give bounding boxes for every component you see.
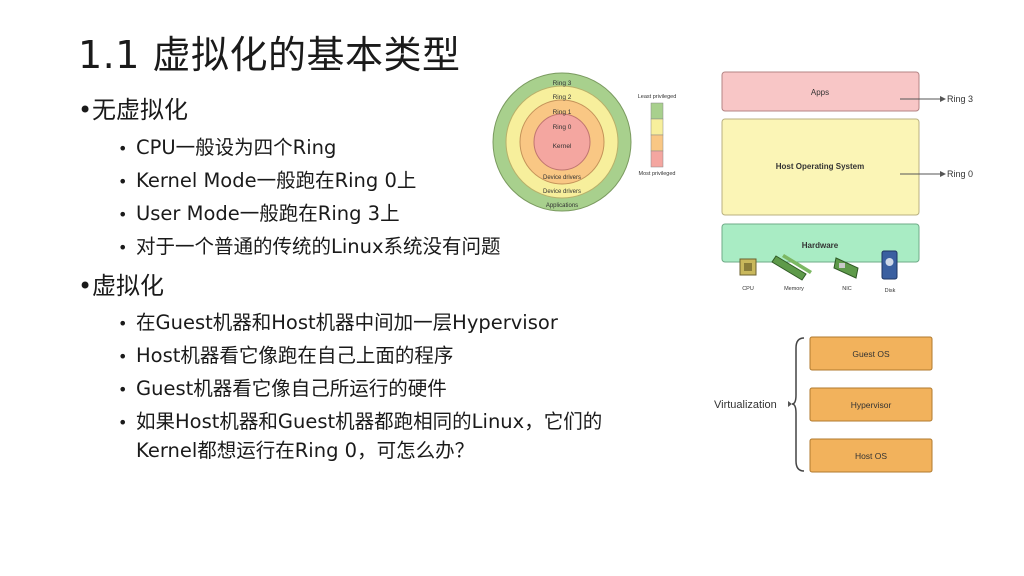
bullet-virtualization: •虚拟化 [78, 266, 164, 301]
legend-swatch [650, 118, 664, 136]
guest-os-box [809, 336, 933, 371]
device-drivers-label: Device drivers [543, 175, 581, 181]
nic-icon [833, 257, 859, 279]
applications-label: Applications [546, 203, 578, 209]
bullet-dot: • [78, 96, 93, 124]
arrowhead-icon [940, 96, 946, 102]
sub-bullet-continuation: Kernel都想运行在Ring 0，可怎么办？ [136, 439, 475, 462]
ring0-circle [533, 113, 591, 171]
ring0-arrow-label: Ring 0 [947, 169, 973, 179]
hypervisor-label: Hypervisor [851, 400, 892, 410]
sub-bullet: •如果Host机器和Guest机器都跑相同的Linux，它们的 Kernel都想… [118, 410, 603, 462]
sub-bullet: •在Guest机器和Host机器中间加一层Hypervisor [118, 311, 558, 334]
protection-rings-diagram: Ring 3 Ring 2 Ring 1 Ring 0 Kernel Devic… [492, 72, 677, 212]
host-os-layer-box [809, 438, 933, 473]
device-drivers-label: Device drivers [543, 189, 581, 195]
virtualization-label: Virtualization [714, 399, 777, 411]
legend-swatch [650, 102, 664, 120]
sub-bullet: •User Mode一般跑在Ring 3上 [118, 202, 400, 225]
ring2-label: Ring 2 [553, 94, 572, 101]
ring0-label: Ring 0 [553, 124, 572, 131]
ring1-label: Ring 1 [553, 109, 572, 116]
sub-bullet: •Kernel Mode一般跑在Ring 0上 [118, 169, 417, 192]
apps-label: Apps [811, 88, 829, 97]
sub-bullet: •Guest机器看它像自己所运行的硬件 [118, 377, 447, 400]
apps-box [721, 71, 920, 112]
bullet-text: 无虚拟化 [92, 96, 188, 124]
hardware-label: Hardware [802, 241, 839, 250]
guest-os-label: Guest OS [852, 349, 890, 359]
arrowhead-icon [788, 401, 792, 407]
bullet-no-virtualization: •无虚拟化 [78, 90, 188, 125]
cpu-label: CPU [742, 286, 754, 292]
host-os-box [721, 118, 920, 216]
hypervisor-box [809, 387, 933, 422]
ring3-arrow-label: Ring 3 [947, 94, 973, 104]
memory-label: Memory [784, 286, 804, 292]
cpu-icon [739, 258, 757, 276]
arrowhead-icon [940, 171, 946, 177]
brace-icon [791, 337, 805, 472]
host-os-diagram: Apps Host Operating System Hardware Ring… [721, 71, 973, 294]
bullet-text: 虚拟化 [92, 272, 164, 300]
host-os-label: Host Operating System [776, 162, 864, 171]
sub-bullet: •对于一个普通的传统的Linux系统没有问题 [118, 235, 501, 258]
slide-title: 1.1 虚拟化的基本类型 [78, 33, 461, 77]
sub-bullet: •CPU一般设为四个Ring [118, 136, 337, 159]
least-privileged-label: Least privileged [638, 94, 677, 100]
hardware-box [721, 223, 920, 263]
memory-icon [771, 254, 812, 281]
ring3-label: Ring 3 [553, 80, 572, 87]
legend-swatch [650, 134, 664, 152]
bullet-dot: • [78, 272, 93, 300]
kernel-label: Kernel [553, 143, 572, 150]
sub-bullet: •Host机器看它像跑在自己上面的程序 [118, 344, 454, 367]
most-privileged-label: Most privileged [639, 171, 676, 177]
legend-swatch [650, 150, 664, 168]
host-os-layer-label: Host OS [855, 451, 887, 461]
disk-label: Disk [885, 288, 896, 294]
disk-icon [881, 250, 898, 280]
nic-label: NIC [842, 286, 852, 292]
virtualization-stack-diagram: Virtualization Guest OS Hypervisor Host … [714, 336, 933, 473]
